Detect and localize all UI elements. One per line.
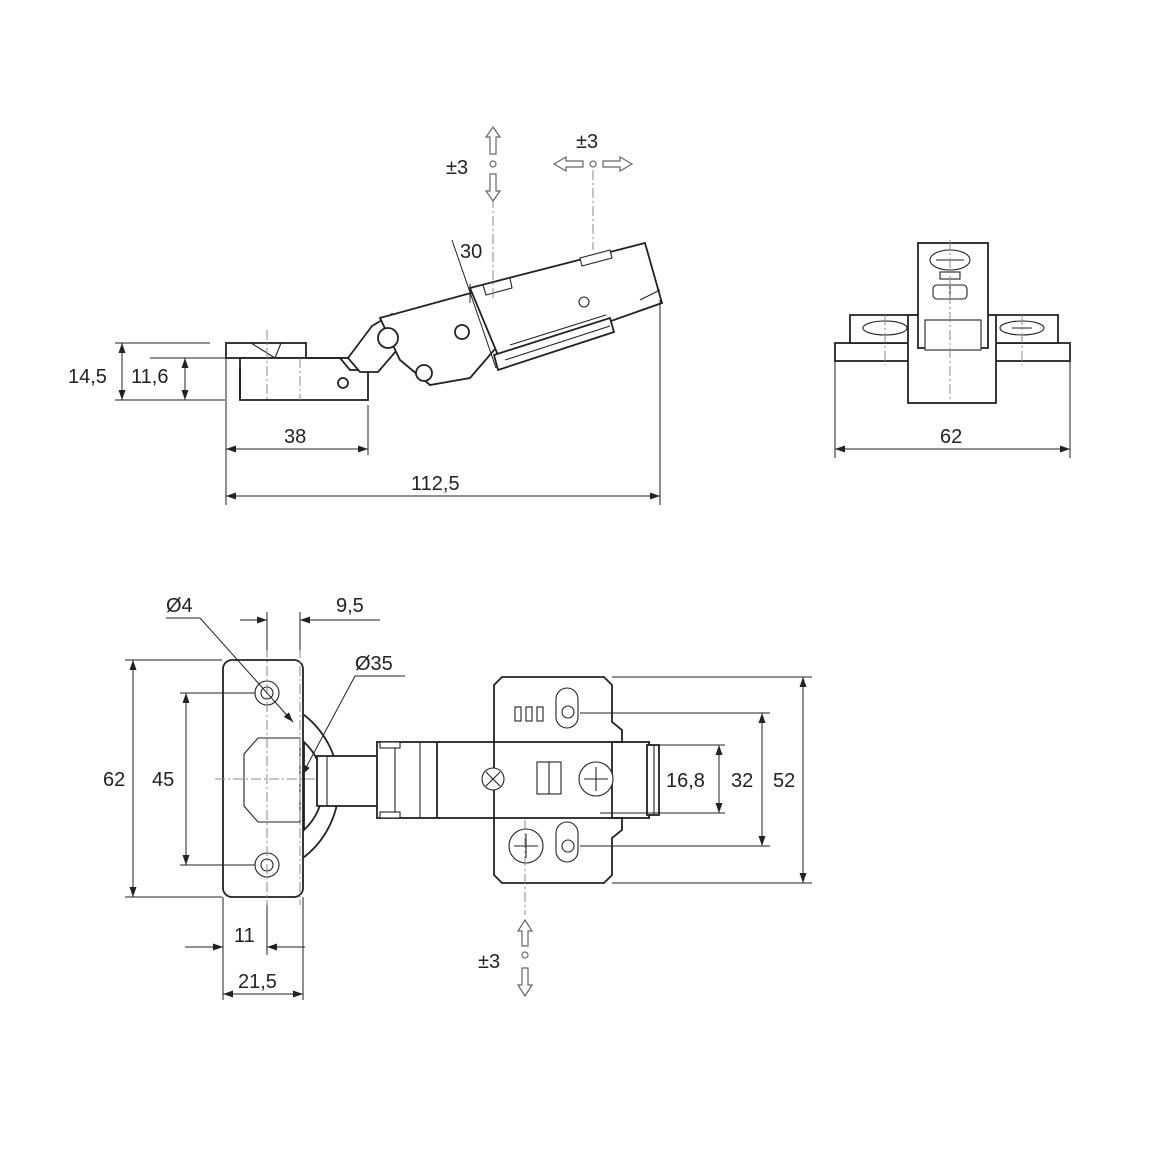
pivot-icon	[377, 327, 399, 349]
rivet-icon	[337, 377, 349, 389]
hinge-arm-top	[316, 741, 650, 819]
plate-width-dim-label: 62	[940, 426, 962, 448]
total-length-dim-label: 112,5	[411, 473, 460, 495]
cup-diameter-label: Ø35	[355, 653, 393, 675]
total-height-dim-label: 14,5	[68, 366, 107, 388]
edge-to-hole-dim-label: 11	[234, 925, 255, 947]
hinge-cup-side	[225, 330, 369, 401]
mount-hole-spacing-dim-label: 32	[731, 770, 753, 792]
pivot-icon	[454, 324, 470, 340]
depth-adjust-label: ±3	[446, 157, 468, 179]
cup-depth-dim-label: 11,6	[131, 366, 168, 388]
mount-hole-spacing-inner-dim-label: 16,8	[666, 770, 705, 792]
height-adjust-arrow-icon	[516, 918, 534, 998]
hole-spacing-dim-label: 45	[152, 769, 174, 791]
screw-hole-diameter-label: Ø4	[166, 595, 193, 617]
mount-plate-height-dim-label: 52	[773, 770, 795, 792]
screw-icon	[578, 296, 590, 308]
end-view: 62	[834, 240, 1071, 458]
mounting-plate-top	[481, 676, 660, 915]
height-adjust-label: ±3	[478, 951, 500, 973]
angle-dim-label: 30	[460, 241, 482, 263]
hinge-arm-body	[468, 241, 664, 372]
side-view: ±3 ±3 30 14,5 11,6 38 112,5	[68, 125, 664, 505]
plate-height-dim-label: 62	[103, 769, 125, 791]
hole-offset-dim-label: 9,5	[336, 595, 364, 617]
lateral-adjust-arrow-icon	[552, 155, 634, 173]
top-view: ±3 62 45 11 21,5 9,5 Ø4 Ø35	[103, 595, 812, 1000]
depth-adjust-arrow-icon	[484, 125, 502, 203]
cup-offset-dim-label: 38	[284, 426, 306, 448]
lateral-adjust-label: ±3	[576, 131, 598, 153]
edge-to-cup-center-dim-label: 21,5	[238, 971, 277, 993]
pivot-icon	[415, 364, 433, 382]
